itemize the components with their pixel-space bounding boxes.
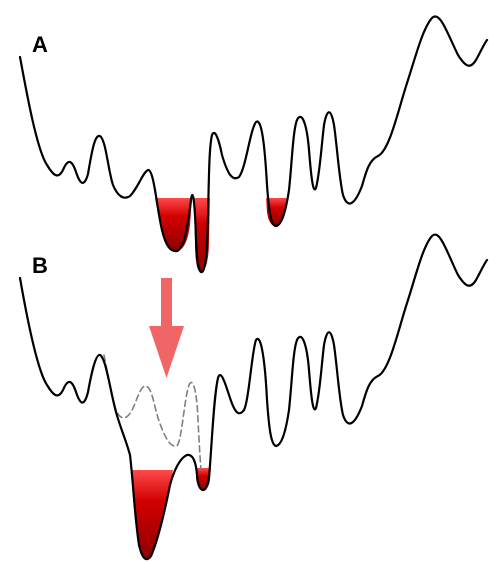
- down-arrow-icon: [149, 278, 184, 378]
- panel-a-well-1-fill: [155, 198, 192, 251]
- panel-a: A: [18, 15, 489, 274]
- panel-b-label: B: [32, 253, 48, 278]
- panel-b-previous-landscape-dashed: [103, 354, 202, 471]
- panel-a-label: A: [32, 32, 48, 57]
- panel-b-deep-well-fill: [131, 470, 173, 560]
- panel-b: B: [18, 233, 489, 561]
- panel-a-energy-curve: [18, 15, 489, 274]
- panel-b-energy-curve: [18, 233, 489, 561]
